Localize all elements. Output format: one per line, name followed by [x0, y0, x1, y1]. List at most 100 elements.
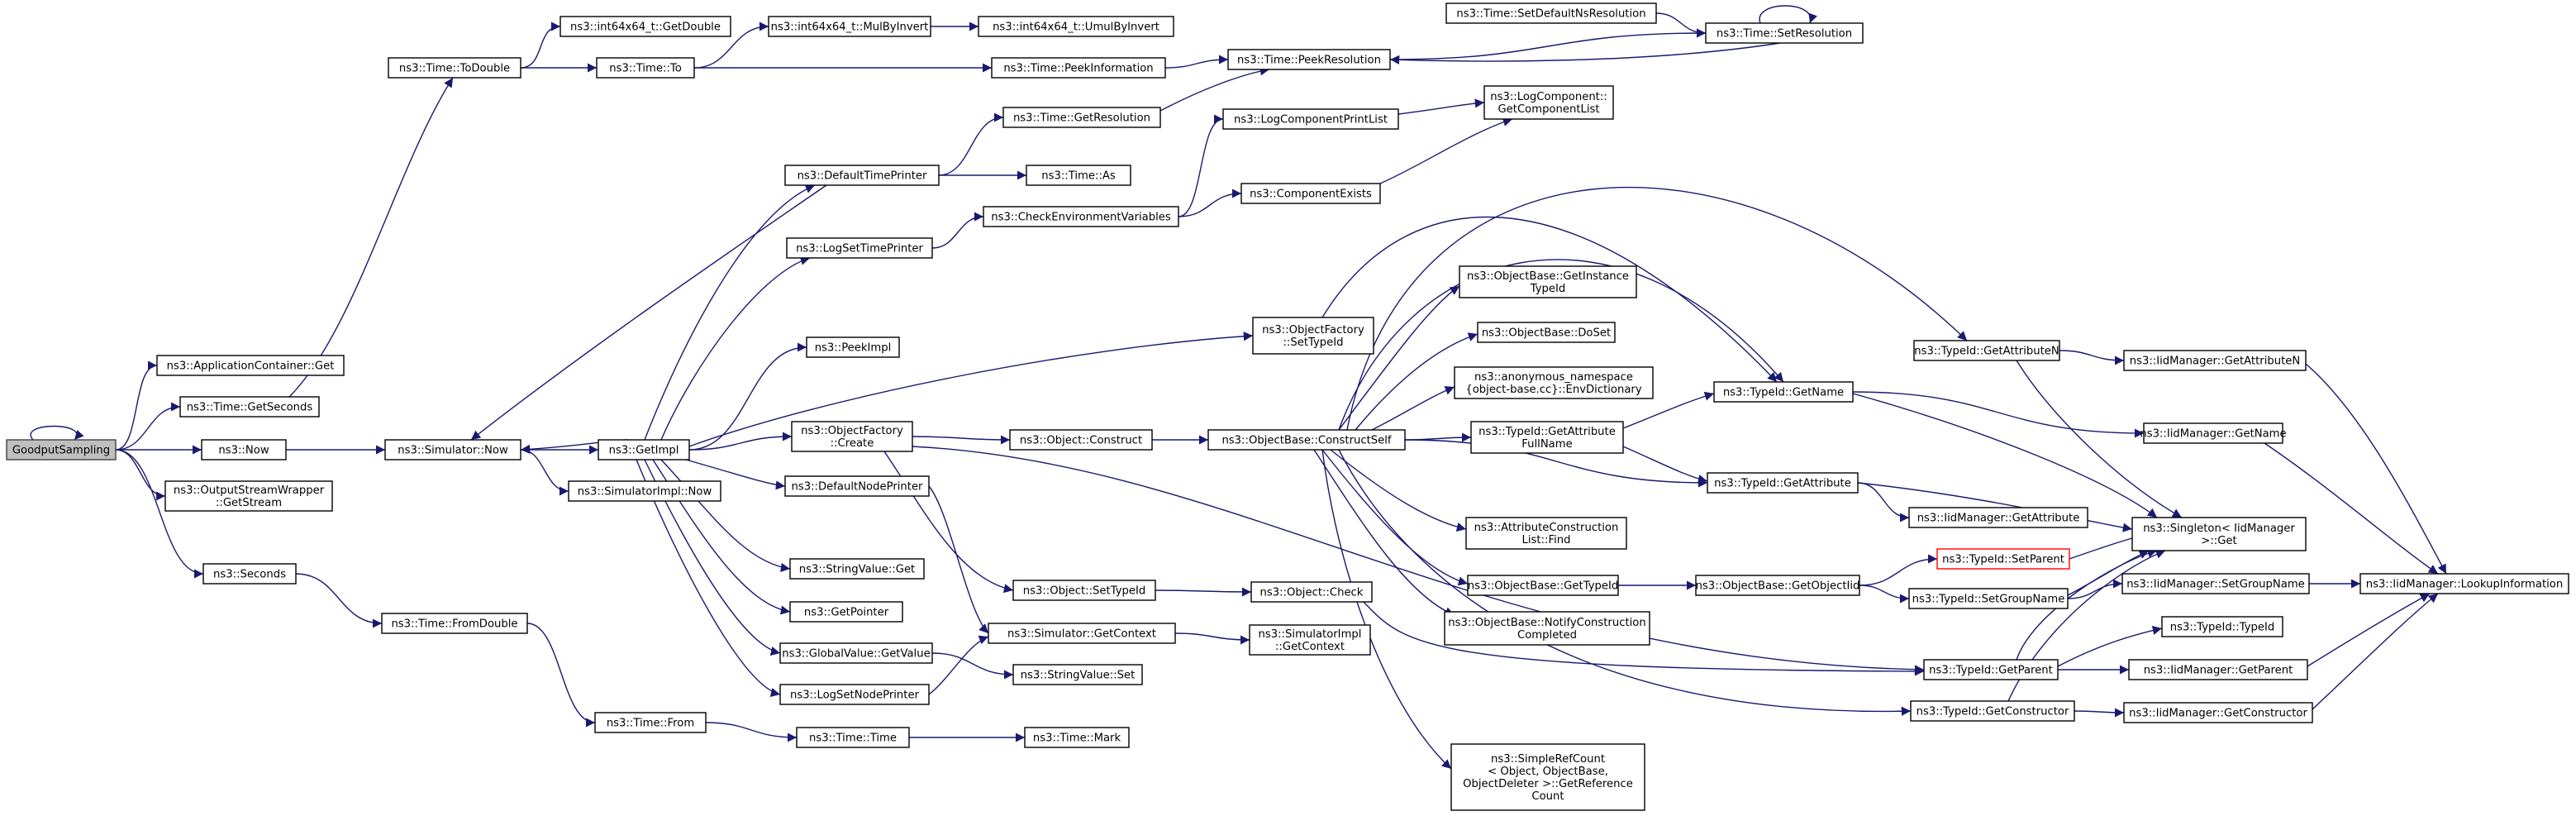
node-n24[interactable]: ns3::Time::Time — [796, 727, 910, 748]
node-box[interactable] — [1695, 575, 1860, 596]
node-n12[interactable]: ns3::SimulatorImpl::Now — [568, 480, 721, 502]
node-n29[interactable]: ns3::CheckEnvironmentVariables — [983, 206, 1179, 227]
node-n68[interactable]: ns3::IidManager::GetConstructor — [2123, 702, 2313, 723]
node-box[interactable] — [1707, 472, 1859, 494]
node-box[interactable] — [1240, 183, 1381, 204]
node-box[interactable] — [1454, 366, 1654, 399]
node-box[interactable] — [179, 396, 320, 418]
node-box[interactable] — [2128, 659, 2308, 680]
node-n4[interactable]: ns3::OutputStreamWrapper::GetStream — [164, 480, 333, 512]
node-box[interactable] — [202, 563, 297, 585]
node-n19[interactable]: ns3::DefaultNodePrinter — [784, 475, 930, 497]
node-n49[interactable]: ns3::ObjectBase::GetTypeId — [1467, 575, 1619, 596]
node-n50[interactable]: ns3::ObjectBase::NotifyConstructionCompl… — [1444, 611, 1650, 646]
node-box[interactable] — [1026, 165, 1131, 186]
node-box[interactable] — [1483, 85, 1614, 120]
node-n23[interactable]: ns3::LogSetNodePrinter — [779, 684, 930, 705]
node-box[interactable] — [789, 558, 925, 580]
node-n53[interactable]: ns3::TypeId::GetName — [1713, 381, 1854, 403]
node-box[interactable] — [786, 237, 933, 259]
node-box[interactable] — [1250, 581, 1373, 603]
node-box[interactable] — [1908, 507, 2088, 528]
node-n2[interactable]: ns3::Time::GetSeconds — [179, 396, 320, 418]
node-box[interactable] — [983, 206, 1179, 227]
node-box[interactable] — [768, 16, 931, 37]
node-n30[interactable]: ns3::Object::Construct — [1009, 429, 1153, 451]
node-box[interactable] — [594, 712, 707, 733]
node-box[interactable] — [991, 57, 1166, 79]
node-box[interactable] — [384, 439, 521, 460]
node-n39[interactable]: ns3::ObjectBase::ConstructSelf — [1207, 429, 1406, 451]
node-n1[interactable]: ns3::ApplicationContainer::Get — [156, 355, 345, 376]
node-n46[interactable]: ns3::anonymous_namespace{object-base.cc}… — [1454, 366, 1654, 399]
node-n35[interactable]: ns3::Time::PeekResolution — [1227, 49, 1391, 70]
node-box[interactable] — [388, 57, 521, 79]
node-box[interactable] — [1470, 421, 1624, 454]
node-box[interactable] — [2131, 517, 2307, 551]
node-n45[interactable]: ns3::ObjectBase::DoSet — [1477, 322, 1616, 343]
node-box[interactable] — [1936, 548, 2070, 570]
node-box[interactable] — [201, 439, 287, 460]
node-n27[interactable]: ns3::Time::GetResolution — [1002, 107, 1161, 128]
node-box[interactable] — [791, 421, 913, 452]
node-box[interactable] — [6, 439, 117, 460]
node-n41[interactable]: ns3::SimulatorImpl::GetContext — [1249, 624, 1371, 656]
node-n37[interactable]: ns3::ComponentExists — [1240, 183, 1381, 204]
node-n26[interactable]: ns3::Time::PeekInformation — [991, 57, 1166, 79]
node-n9[interactable]: ns3::int64x64_t::GetDouble — [559, 16, 731, 37]
node-n52[interactable]: ns3::Time::SetResolution — [1705, 22, 1864, 44]
node-n16[interactable]: ns3::LogSetTimePrinter — [786, 237, 933, 259]
node-box[interactable] — [1913, 340, 2060, 361]
node-n18[interactable]: ns3::ObjectFactory::Create — [791, 421, 913, 452]
node-n21[interactable]: ns3::GetPointer — [789, 601, 903, 623]
node-box[interactable] — [784, 475, 930, 497]
node-box[interactable] — [1227, 49, 1391, 70]
node-n59[interactable]: ns3::TypeId::GetParent — [1923, 659, 2059, 680]
node-box[interactable] — [164, 480, 333, 512]
node-box[interactable] — [1207, 429, 1406, 451]
node-n11[interactable]: ns3::GetImpl — [598, 439, 690, 460]
node-n43[interactable]: ns3::LogComponent::GetComponentList — [1483, 85, 1614, 120]
node-n17[interactable]: ns3::PeekImpl — [806, 336, 900, 358]
node-box[interactable] — [1445, 2, 1657, 24]
node-box[interactable] — [796, 727, 910, 748]
node-box[interactable] — [1450, 743, 1645, 811]
node-box[interactable] — [1923, 659, 2059, 680]
node-box[interactable] — [779, 642, 933, 664]
node-n28[interactable]: ns3::Time::As — [1026, 165, 1131, 186]
node-n55[interactable]: ns3::ObjectBase::GetObjectIid — [1695, 575, 1860, 596]
node-box[interactable] — [1009, 429, 1153, 451]
node-box[interactable] — [1024, 727, 1130, 748]
node-box[interactable] — [1713, 381, 1854, 403]
node-n60[interactable]: ns3::TypeId::GetConstructor — [1910, 700, 2075, 722]
node-box[interactable] — [2143, 422, 2283, 444]
node-n25[interactable]: ns3::int64x64_t::UmulByInvert — [978, 16, 1174, 37]
node-box[interactable] — [784, 165, 940, 186]
node-n42[interactable]: ns3::Time::SetDefaultNsResolution — [1445, 2, 1657, 24]
node-box[interactable] — [978, 16, 1174, 37]
node-box[interactable] — [1705, 22, 1864, 44]
node-box[interactable] — [1252, 317, 1374, 355]
node-box[interactable] — [1222, 108, 1399, 130]
node-box[interactable] — [1910, 700, 2075, 722]
node-n67[interactable]: ns3::IidManager::GetParent — [2128, 659, 2308, 680]
node-n66[interactable]: ns3::TypeId::TypeId — [2161, 616, 2283, 637]
node-n65[interactable]: ns3::IidManager::SetGroupName — [2121, 573, 2310, 594]
node-box[interactable] — [1002, 107, 1161, 128]
node-n57[interactable]: ns3::TypeId::SetParent — [1936, 548, 2070, 570]
node-n10[interactable]: ns3::Time::To — [596, 57, 695, 79]
node-n58[interactable]: ns3::TypeId::SetGroupName — [1908, 588, 2069, 609]
node-n62[interactable]: ns3::IidManager::GetName — [2140, 422, 2287, 444]
node-box[interactable] — [2161, 616, 2283, 637]
node-box[interactable] — [789, 601, 903, 623]
node-box[interactable] — [1012, 664, 1143, 685]
node-n33[interactable]: ns3::StringValue::Set — [1012, 664, 1143, 685]
node-box[interactable] — [988, 623, 1176, 644]
node-box[interactable] — [1477, 322, 1616, 343]
node-box[interactable] — [779, 684, 930, 705]
node-n38[interactable]: ns3::ObjectFactory::SetTypeId — [1252, 317, 1374, 355]
node-n54[interactable]: ns3::TypeId::GetAttribute — [1707, 472, 1859, 494]
node-n15[interactable]: ns3::DefaultTimePrinter — [784, 165, 940, 186]
